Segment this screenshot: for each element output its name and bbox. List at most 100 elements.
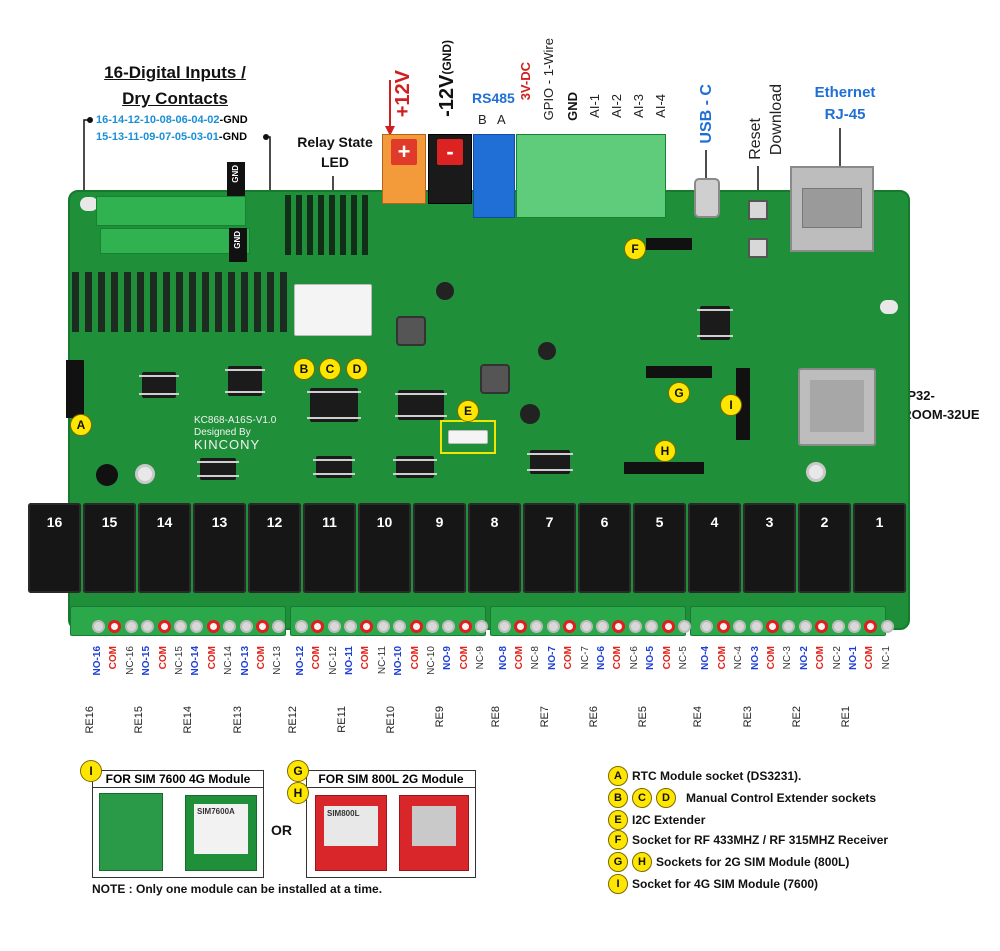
output-terminal-screw[interactable] (426, 620, 439, 633)
output-terminal-screw[interactable] (458, 620, 472, 633)
output-terminal-screw[interactable] (108, 620, 122, 633)
output-terminal-screw[interactable] (311, 620, 325, 633)
output-terminal-screw[interactable] (272, 620, 286, 633)
output-label-nc: NC-4 (733, 646, 745, 670)
output-terminal-screw[interactable] (256, 620, 269, 633)
mount-hole-right-mid (806, 462, 826, 482)
rf-receiver-socket[interactable] (646, 238, 692, 250)
output-terminal-screw[interactable] (661, 620, 675, 633)
output-terminal-screw[interactable] (376, 620, 390, 633)
rtc-socket[interactable] (66, 360, 84, 418)
output-label-com: COM (661, 646, 673, 670)
output-terminal-screw[interactable] (442, 620, 456, 633)
minus-12v-terminal[interactable]: - (428, 134, 472, 204)
output-terminal-screw[interactable] (766, 620, 779, 633)
rs485-a-label: A (497, 112, 506, 127)
output-terminal-screw[interactable] (815, 620, 829, 633)
output-terminal-screw[interactable] (294, 620, 308, 633)
rs485-terminal[interactable] (473, 134, 515, 218)
output-terminal-screw[interactable] (749, 620, 763, 633)
ic-chip-6 (197, 458, 239, 480)
output-terminal-screw[interactable] (716, 620, 730, 633)
digital-input-terminal-upper[interactable] (96, 196, 246, 226)
output-terminal-screw[interactable] (864, 620, 878, 633)
output-terminal-screw[interactable] (612, 620, 626, 633)
ethernet-line1: Ethernet (814, 84, 876, 101)
output-terminal-screw[interactable] (579, 620, 593, 633)
sim800-module-back (399, 795, 469, 871)
output-terminal-screw[interactable] (223, 620, 237, 633)
output-terminal-screw[interactable] (798, 620, 812, 633)
capacitor-2 (436, 282, 454, 300)
output-terminal-screw[interactable] (141, 620, 155, 633)
output-terminal-screw[interactable] (848, 620, 861, 633)
gpio-ai-terminal[interactable] (516, 134, 666, 218)
relay-10: 10 (358, 503, 411, 593)
download-button[interactable] (748, 238, 768, 258)
legend-text: Sockets for 2G SIM Module (800L) (656, 855, 850, 869)
output-label-no: NO-13 (239, 646, 251, 676)
output-terminal-screw[interactable] (360, 620, 374, 633)
output-terminal-screw[interactable] (645, 620, 659, 633)
i2c-extender-box[interactable] (440, 420, 496, 454)
output-terminal-screw[interactable] (530, 620, 544, 633)
output-terminal-screw[interactable] (628, 620, 642, 633)
digital-input-terminal-lower[interactable] (100, 228, 250, 254)
output-terminal-screw[interactable] (514, 620, 527, 633)
legend-text: Socket for RF 433MHZ / RF 315MHZ Receive… (632, 833, 889, 847)
output-label-nc: NC-3 (782, 646, 794, 670)
output-terminal-screw[interactable] (239, 620, 253, 633)
odd-gnd-suffix: -GND (218, 131, 248, 143)
sim7600-marker-i: I (80, 760, 102, 782)
output-terminal-screw[interactable] (409, 620, 423, 633)
legend-marker: G (608, 852, 628, 872)
output-terminal-screw[interactable] (344, 620, 357, 633)
output-label-no: NO-6 (596, 646, 607, 670)
legend-marker: H (632, 852, 652, 872)
output-label-no: NO-14 (190, 646, 202, 676)
output-label-no: NO-4 (700, 646, 712, 670)
terminal-gnd: GND (565, 92, 580, 121)
output-label-no: NO-2 (798, 646, 810, 670)
output-terminal-screw[interactable] (206, 620, 220, 633)
output-terminal-screw[interactable] (327, 620, 341, 633)
output-terminal-screw[interactable] (92, 620, 105, 633)
output-label-no: NO-7 (546, 646, 558, 670)
sim800-marker-g: G (287, 760, 309, 782)
usb-c-port[interactable] (694, 178, 720, 218)
output-terminal-screw[interactable] (393, 620, 407, 633)
output-terminal-screw[interactable] (174, 620, 187, 633)
output-label-nc: NC-13 (272, 646, 284, 675)
reset-button[interactable] (748, 200, 768, 220)
output-terminal-screw[interactable] (475, 620, 489, 633)
output-terminal-screw[interactable] (563, 620, 577, 633)
board-designed-by: Designed By (194, 427, 251, 438)
output-terminal-screw[interactable] (880, 620, 894, 633)
output-terminal-screw[interactable] (124, 620, 138, 633)
output-terminal-screw[interactable] (546, 620, 560, 633)
sim800-socket-h[interactable] (624, 462, 704, 474)
output-terminal-screw[interactable] (831, 620, 845, 633)
output-terminal-screw[interactable] (497, 620, 511, 633)
output-label-nc: NC-9 (475, 646, 487, 670)
output-terminal-screw[interactable] (190, 620, 204, 633)
output-terminal-screw[interactable] (678, 620, 691, 633)
board-model-text: KC868-A16S-V1.0 Designed By KINCONY (194, 415, 276, 451)
manual-control-sockets[interactable] (294, 284, 372, 336)
relay-group-label: RE11 (336, 706, 348, 733)
plus-12v-terminal[interactable]: + (382, 134, 426, 204)
output-terminal-screw[interactable] (733, 620, 747, 633)
sim800-socket-g[interactable] (646, 366, 712, 378)
sim7600-socket-i[interactable] (736, 368, 750, 440)
usb-c-label: USB - C (698, 84, 715, 144)
relay-group-label: RE1 (840, 706, 852, 728)
rs485-b-label: B (478, 112, 487, 127)
output-terminal-screw[interactable] (157, 620, 171, 633)
output-terminal-screw[interactable] (782, 620, 796, 633)
output-terminal-screw[interactable] (596, 620, 609, 633)
ethernet-rj45-port[interactable] (790, 166, 874, 252)
relay-14: 14 (138, 503, 191, 593)
output-terminal-screw[interactable] (700, 620, 714, 633)
capacitor-1 (538, 342, 556, 360)
